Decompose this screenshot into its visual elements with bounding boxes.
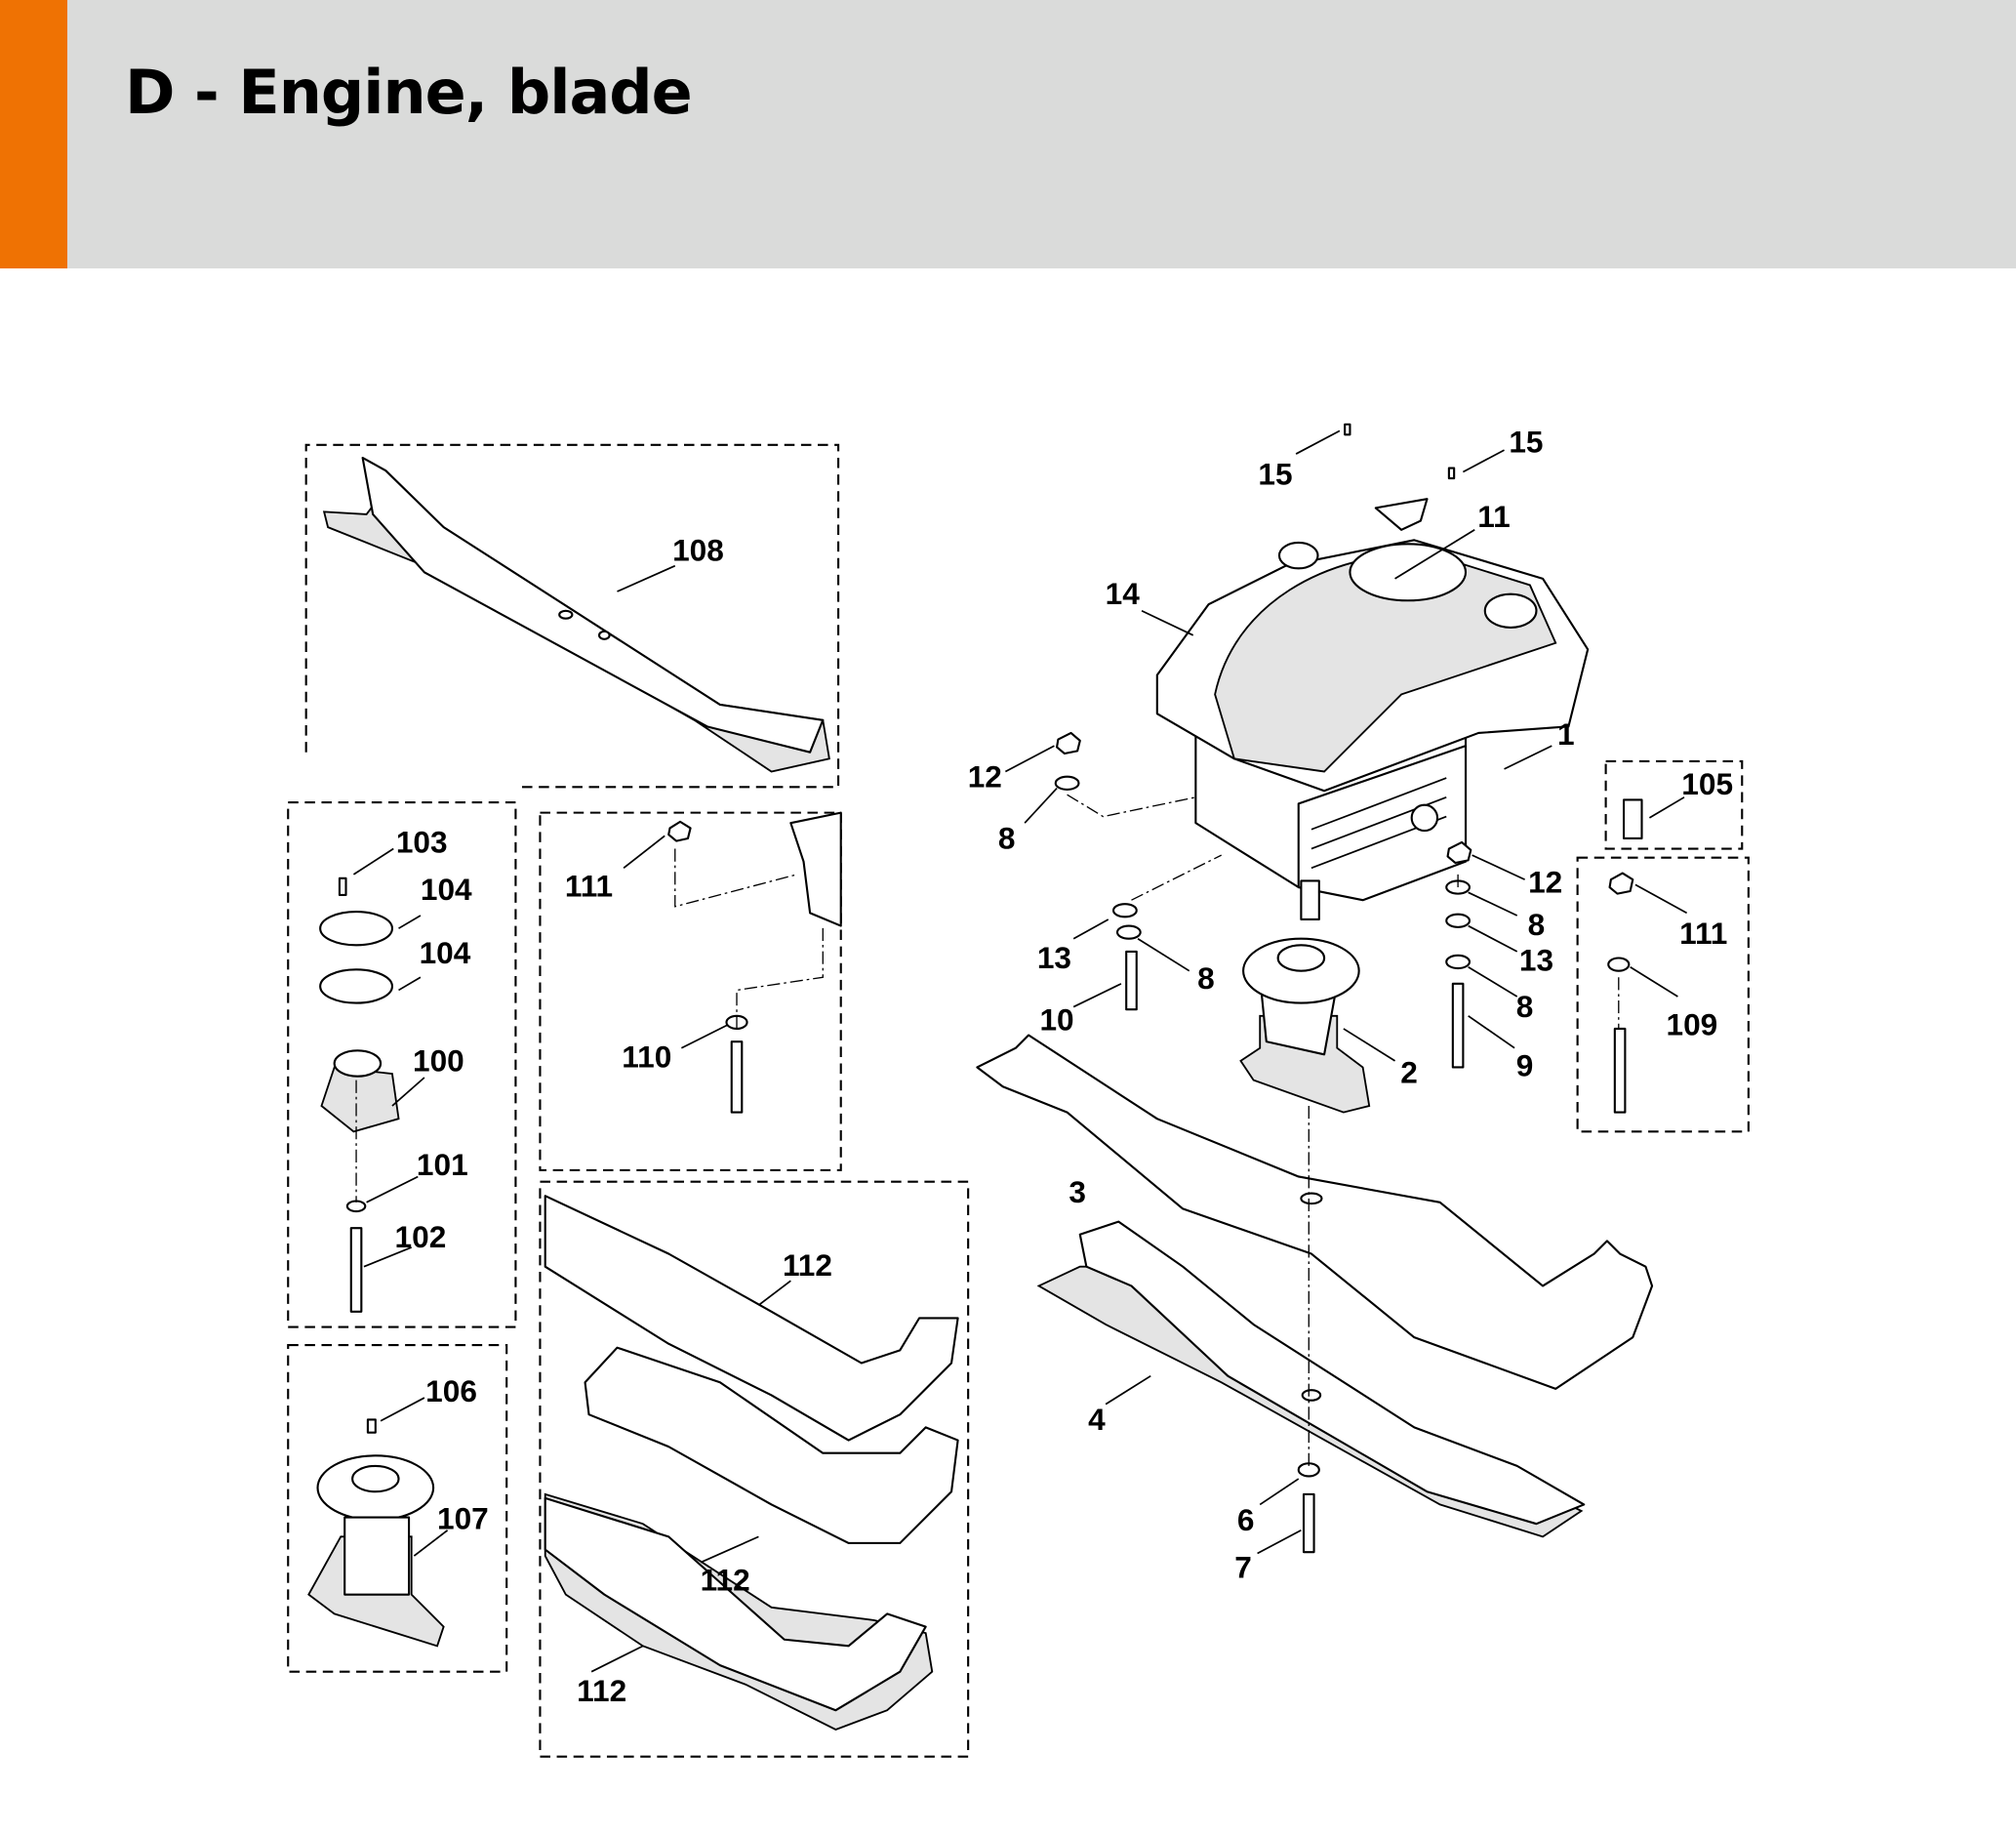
- callout-8: 8: [1197, 960, 1215, 996]
- blade-3: [976, 1034, 1654, 1390]
- callout-7: 7: [1234, 1550, 1252, 1585]
- callout-15: 15: [1509, 425, 1543, 460]
- callout-104: 104: [420, 935, 471, 970]
- callout-12: 12: [968, 758, 1002, 794]
- callout-106: 106: [425, 1373, 477, 1408]
- callout-8: 8: [998, 821, 1016, 856]
- callout-15: 15: [1258, 457, 1292, 492]
- callout-12: 12: [1528, 864, 1562, 899]
- callout-2: 2: [1400, 1054, 1418, 1089]
- blade-4: [1036, 1220, 1586, 1538]
- group-box-106-107: [287, 1343, 508, 1673]
- callout-107: 107: [437, 1500, 489, 1535]
- blade-108: [322, 456, 830, 773]
- callout-103: 103: [396, 824, 448, 859]
- callout-112: 112: [701, 1563, 750, 1598]
- header-bar: D - Engine, blade: [0, 0, 2016, 268]
- callout-112: 112: [783, 1247, 832, 1283]
- blade-adapter-100: [319, 911, 400, 1133]
- blades-112: [544, 1195, 959, 1731]
- group-box-110-111: [539, 811, 842, 1171]
- group-box-109-111: [1576, 856, 1750, 1133]
- page-title: D - Engine, blade: [125, 57, 693, 128]
- assembly-lines: [355, 794, 1620, 1466]
- callout-8: 8: [1528, 907, 1546, 942]
- callout-108: 108: [672, 532, 724, 567]
- blade-adapter-2: [1239, 937, 1371, 1114]
- fasteners: [338, 423, 1643, 1554]
- callout-111: 111: [1679, 916, 1727, 951]
- callout-13: 13: [1037, 940, 1071, 975]
- callout-3: 3: [1068, 1174, 1086, 1209]
- callout-110: 110: [622, 1039, 671, 1074]
- callout-112: 112: [577, 1673, 626, 1708]
- callout-10: 10: [1039, 1001, 1073, 1037]
- callout-105: 105: [1681, 766, 1733, 801]
- group-box-105: [1604, 759, 1744, 850]
- callout-109: 109: [1667, 1007, 1718, 1042]
- callout-1: 1: [1557, 716, 1575, 752]
- engine: [1155, 498, 1590, 921]
- callout-101: 101: [417, 1147, 468, 1182]
- callout-100: 100: [413, 1042, 464, 1078]
- callout-104: 104: [421, 872, 472, 907]
- blade-adapter-107: [307, 1454, 445, 1648]
- callout-11: 11: [1477, 499, 1510, 534]
- callout-13: 13: [1519, 943, 1553, 978]
- group-box-108: [304, 443, 840, 789]
- accent-stripe: [0, 0, 67, 268]
- callout-14: 14: [1106, 576, 1141, 611]
- callout-102: 102: [395, 1219, 447, 1254]
- leader-lines: [352, 429, 1688, 1673]
- callout-8: 8: [1516, 989, 1534, 1024]
- group-box-100-104: [287, 801, 517, 1328]
- callout-111: 111: [565, 868, 613, 903]
- callout-9: 9: [1516, 1048, 1534, 1083]
- callout-4: 4: [1088, 1402, 1106, 1437]
- option-groups: [287, 443, 1750, 1758]
- callout-6: 6: [1237, 1502, 1255, 1537]
